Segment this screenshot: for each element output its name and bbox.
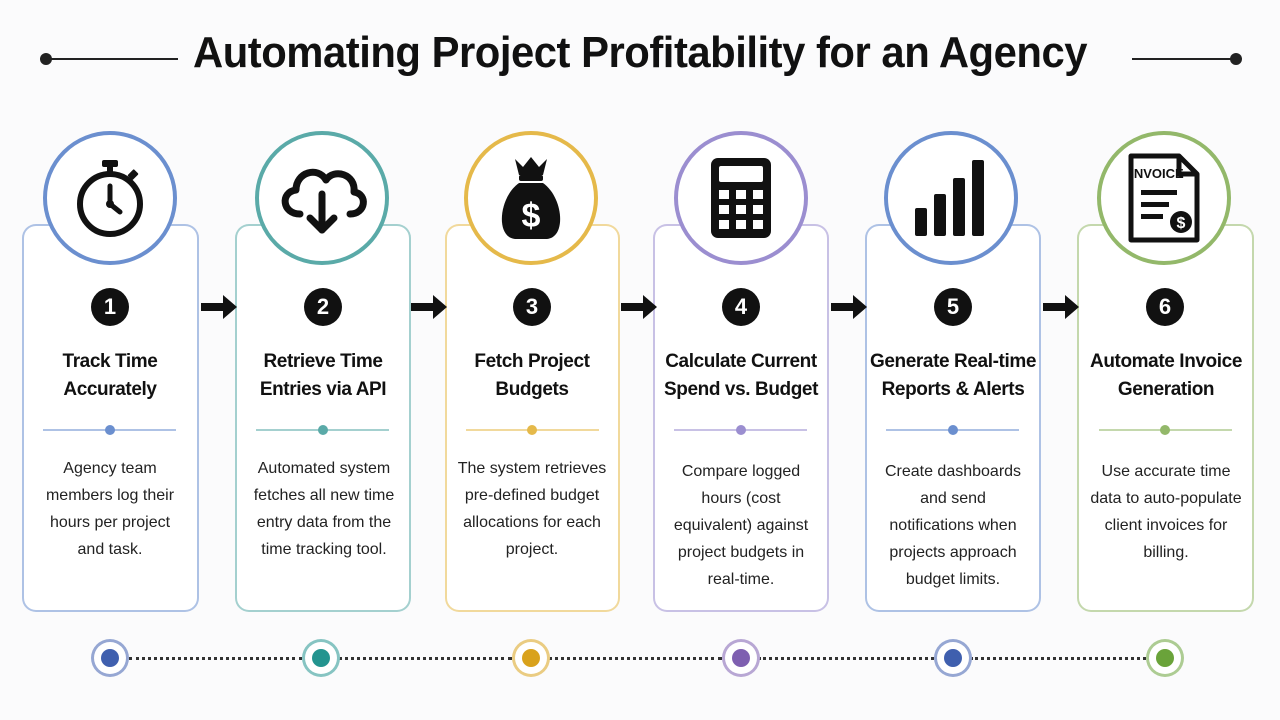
- svg-text:$: $: [522, 197, 541, 235]
- step-title-line: Reports & Alerts: [881, 379, 1025, 400]
- step-number-6: 6: [1146, 288, 1184, 326]
- step-number-3: 3: [513, 288, 551, 326]
- step-description-4: Compare logged hours (cost equivalent) a…: [673, 463, 809, 588]
- bar-chart-icon: [915, 160, 984, 236]
- calculator-icon: [711, 158, 771, 238]
- timeline-node-fill: [732, 649, 750, 667]
- step-title-line: Generate Real-time: [870, 351, 1036, 372]
- step-divider-dot-4: [736, 425, 746, 435]
- timeline-node-fill: [522, 649, 540, 667]
- icon-circle-6: INVOICE $: [1097, 131, 1231, 265]
- timeline-node-5: [934, 639, 972, 677]
- step-title-line: Calculate Current: [665, 351, 817, 372]
- svg-text:$: $: [1177, 215, 1186, 232]
- step-title-6: Automate Invoice Generation: [1085, 348, 1247, 408]
- step-title-2: Retrieve Time Entries via API: [243, 348, 403, 408]
- arrow-right-icon: [411, 295, 447, 319]
- timeline-connector: [129, 657, 302, 660]
- timeline-node-fill: [944, 649, 962, 667]
- step-title-4: Calculate Current Spend vs. Budget: [657, 348, 825, 408]
- step-number-4: 4: [722, 288, 760, 326]
- step-title-line: Automate Invoice: [1090, 351, 1242, 372]
- icon-circle-5: [884, 131, 1018, 265]
- step-title-line: Retrieve Time: [263, 351, 383, 372]
- step-divider-dot-1: [105, 425, 115, 435]
- step-title-line: Generation: [1117, 379, 1215, 400]
- timeline-node-4: [722, 639, 760, 677]
- timeline-node-1: [91, 639, 129, 677]
- step-title-line: Entries via API: [259, 379, 387, 400]
- step-divider-dot-6: [1160, 425, 1170, 435]
- step-title-line: Spend vs. Budget: [663, 379, 819, 400]
- step-number-2: 2: [304, 288, 342, 326]
- stopwatch-icon: [77, 160, 143, 237]
- title-rule-left: [46, 58, 178, 60]
- icon-circle-1: [43, 131, 177, 265]
- invoice-icon: INVOICE $: [1128, 153, 1200, 243]
- timeline-connector: [970, 657, 1146, 660]
- timeline-node-fill: [101, 649, 119, 667]
- step-description-2: Automated system fetches all new time en…: [253, 460, 395, 558]
- step-divider-dot-3: [527, 425, 537, 435]
- invoice-icon-label: INVOICE: [1130, 166, 1184, 181]
- page-title: Automating Project Profitability for an …: [193, 28, 1087, 77]
- arrow-right-icon: [831, 295, 867, 319]
- step-title-1: Track Time Accurately: [30, 348, 190, 408]
- timeline-connector: [338, 657, 512, 660]
- timeline-node-fill: [312, 649, 330, 667]
- step-number-1: 1: [91, 288, 129, 326]
- cloud-download-icon: [281, 168, 367, 234]
- timeline-node-3: [512, 639, 550, 677]
- step-divider-dot-2: [318, 425, 328, 435]
- step-title-line: Budgets: [495, 379, 569, 400]
- timeline-connector: [758, 657, 934, 660]
- step-title-line: Accurately: [63, 379, 157, 400]
- step-title-3: Fetch Project Budgets: [452, 348, 612, 408]
- arrow-right-icon: [201, 295, 237, 319]
- title-row: Automating Project Profitability for an …: [0, 22, 1280, 88]
- timeline-connector: [548, 657, 722, 660]
- arrow-right-icon: [1043, 295, 1079, 319]
- step-divider-dot-5: [948, 425, 958, 435]
- step-description-1: Agency team members log their hours per …: [45, 460, 175, 558]
- step-description-3: The system retrieves pre-defined budget …: [457, 460, 607, 558]
- icon-circle-2: [255, 131, 389, 265]
- timeline-node-2: [302, 639, 340, 677]
- step-description-5: Create dashboards and send notifications…: [884, 463, 1022, 588]
- step-title-line: Track Time: [62, 351, 158, 372]
- timeline-node-6: [1146, 639, 1184, 677]
- step-title-5: Generate Real-time Reports & Alerts: [869, 348, 1037, 408]
- arrow-right-icon: [621, 295, 657, 319]
- icon-circle-4: [674, 131, 808, 265]
- title-rule-right: [1132, 58, 1236, 60]
- step-description-6: Use accurate time data to auto-populate …: [1090, 463, 1242, 561]
- step-title-line: Fetch Project: [474, 351, 590, 372]
- timeline-node-fill: [1156, 649, 1174, 667]
- icon-circle-3: $: [464, 131, 598, 265]
- title-rule-dot-right: [1230, 53, 1242, 65]
- step-card-2: [235, 224, 411, 612]
- step-number-5: 5: [934, 288, 972, 326]
- money-bag-icon: $: [501, 157, 561, 239]
